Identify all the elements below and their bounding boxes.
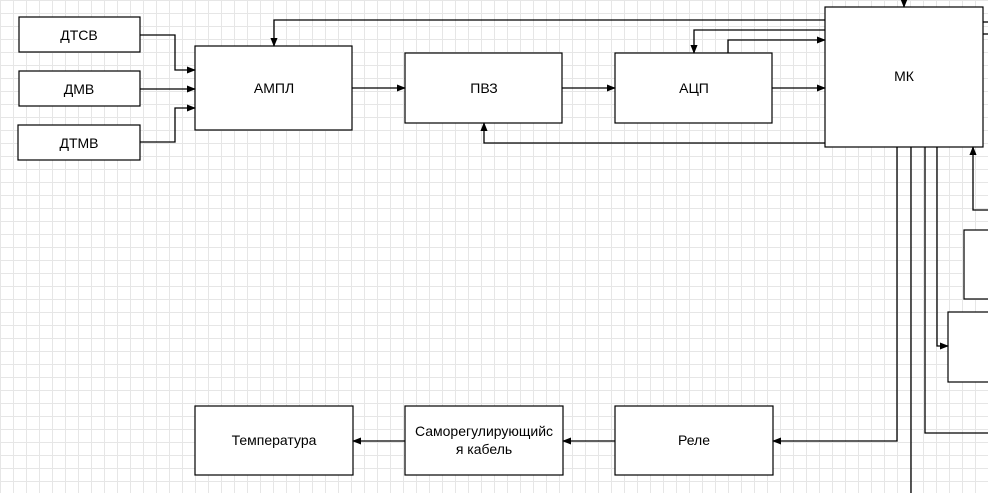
node-relay[interactable]: Реле [614,405,774,476]
node-right-lower-partial [947,311,988,383]
node-acp-label: АЦП [679,80,709,96]
node-cable-label-line1: Саморегулирующийс [415,423,553,439]
connector-mk-right-lower [936,147,949,350]
node-temperature-label: Температура [232,432,317,448]
node-pvz-label: ПВЗ [470,80,497,96]
node-cable[interactable]: Саморегулирующийс я кабель [404,405,564,476]
node-relay-label: Реле [678,432,710,448]
node-dtsv-label: ДТСВ [60,27,97,43]
node-dtsv[interactable]: ДТСВ [18,16,141,53]
node-pvz[interactable]: ПВЗ [404,52,563,124]
connector-acp-mk-top [727,36,826,53]
node-temperature[interactable]: Температура [194,405,354,476]
connector-mk-acp-top [690,29,825,54]
node-ampl-label: АМПЛ [254,80,294,96]
connector-right-upper-mk [969,146,988,211]
node-mk[interactable]: МК [824,6,984,148]
connector-mk-pvz [480,122,825,144]
node-cable-label-line2: я кабель [456,441,512,457]
connector-mk-ampl [270,19,825,47]
node-right-upper-partial [963,229,988,300]
connector-mk-down-2 [924,147,988,434]
connector-dtsv-ampl [140,34,196,74]
node-dtmv-label: ДТМВ [59,135,98,151]
node-ampl[interactable]: АМПЛ [194,45,353,131]
node-dmv[interactable]: ДМВ [18,70,141,107]
node-acp[interactable]: АЦП [614,52,773,124]
connector-dtmv-ampl [140,104,196,143]
node-dmv-label: ДМВ [64,81,94,97]
node-mk-label: МК [894,68,915,84]
connector-mk-relay [772,147,898,445]
node-dtmv[interactable]: ДТМВ [17,124,141,161]
